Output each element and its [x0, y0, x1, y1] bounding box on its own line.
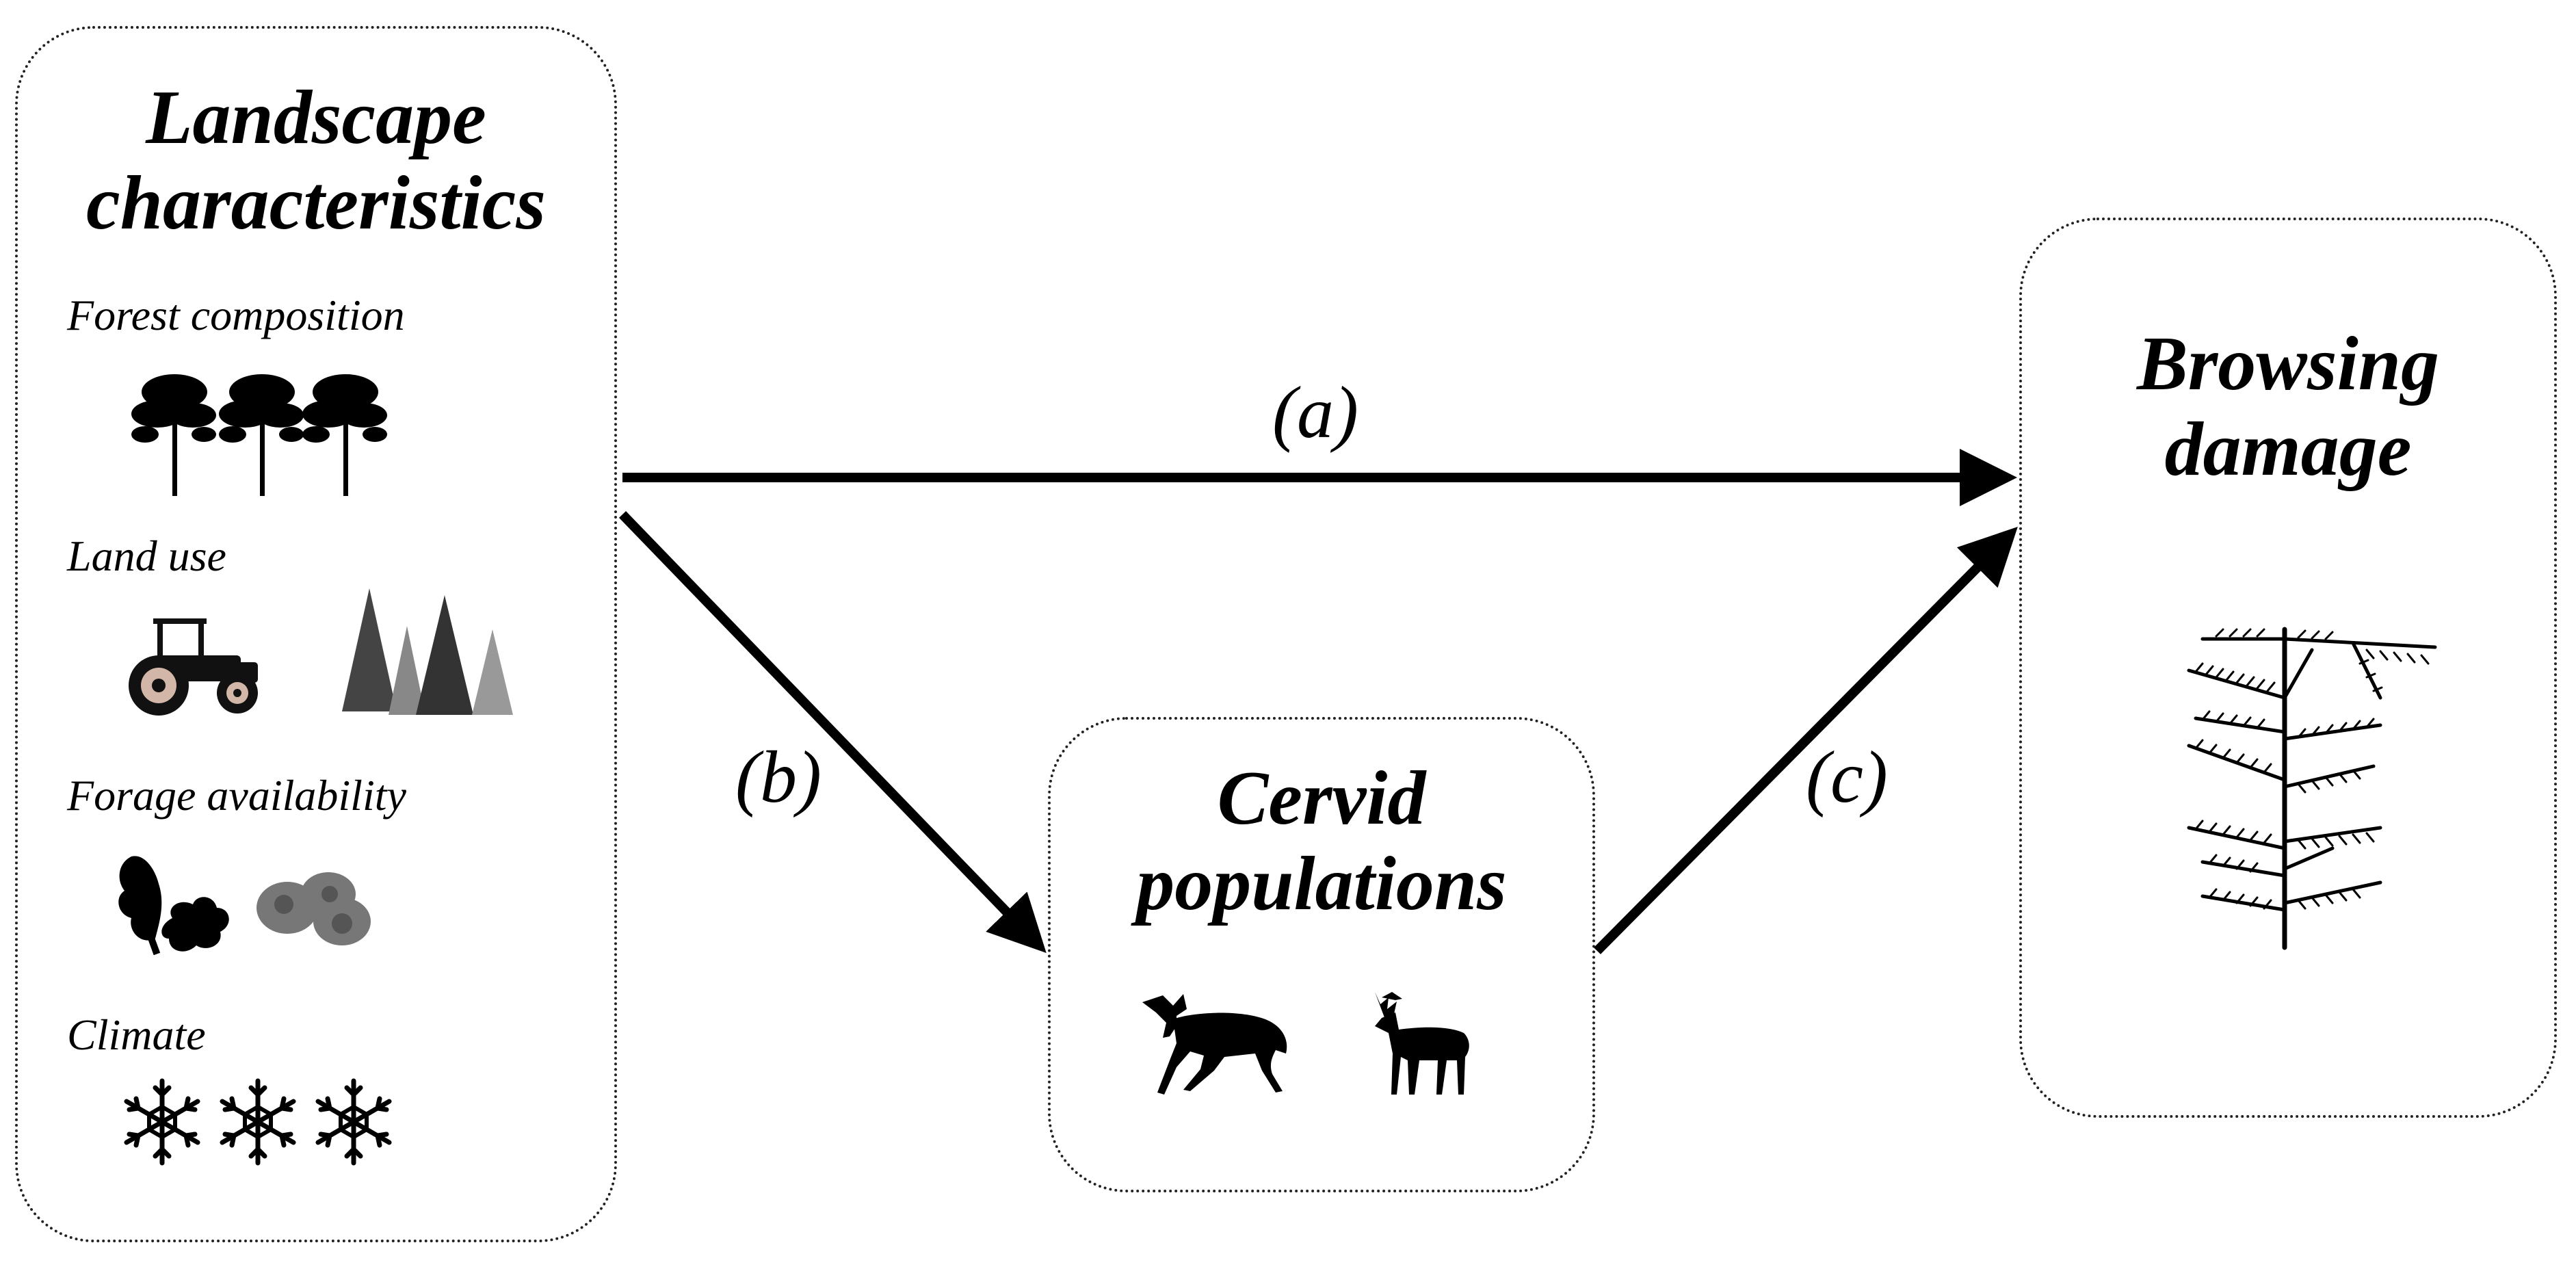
path-label-c: (c): [1806, 737, 1888, 818]
spruce-forest-icon: [342, 588, 513, 715]
pine-tree-icon: [302, 374, 387, 496]
cervid-title-line2: populations: [1136, 841, 1507, 927]
path-label-a: (a): [1272, 372, 1358, 454]
deer-icon: [1375, 992, 1469, 1095]
forage-availability-label: Forage availability: [67, 771, 406, 820]
browsing-title-line1: Browsing: [2137, 322, 2439, 406]
browsing-title-line2: damage: [2164, 407, 2412, 493]
arrow-b: [618, 511, 1047, 954]
landscape-title-line2: characteristics: [86, 161, 546, 246]
cervid-populations-box: [1048, 717, 1595, 1192]
arrow-c: [1594, 527, 2018, 954]
pine-tree-icon: [131, 374, 216, 496]
landscape-characteristics-box: [15, 26, 617, 1242]
oak-leaves-icon: [118, 856, 229, 956]
landscape-title: Landscape characteristics: [15, 75, 617, 247]
browsing-title: Browsing damage: [2019, 322, 2557, 493]
browsing-damage-box: [2019, 218, 2557, 1118]
climate-label: Climate: [67, 1010, 206, 1059]
cervid-title: Cervid populations: [1048, 756, 1595, 928]
browsed-spruce-branch-icon: [2187, 627, 2437, 950]
pine-tree-icon: [219, 374, 304, 496]
tractor-icon: [129, 618, 258, 716]
forest-composition-label: Forest composition: [67, 291, 405, 339]
land-use-label: Land use: [67, 532, 226, 580]
pine-trees-icon: [131, 374, 387, 496]
moose-icon: [1142, 994, 1287, 1095]
landscape-title-line1: Landscape: [146, 75, 486, 160]
cervid-title-line1: Cervid: [1217, 756, 1426, 841]
acorns-icon: [257, 872, 371, 945]
path-label-b: (b): [735, 737, 822, 818]
